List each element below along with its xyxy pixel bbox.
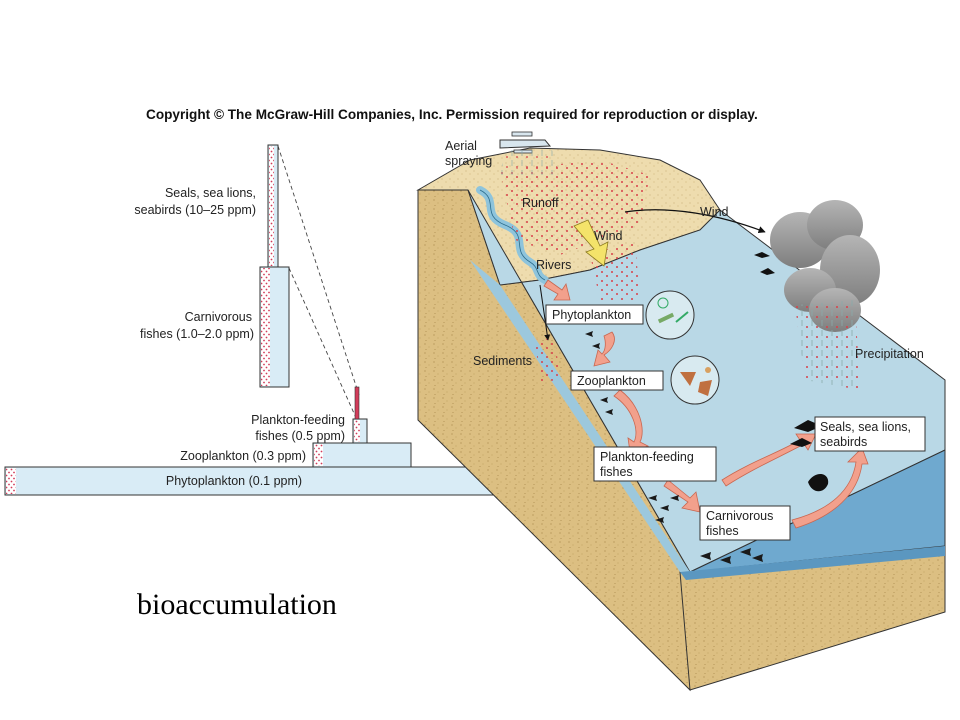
pesticide-spray-land	[500, 160, 650, 255]
box-carnivorous-text-1: Carnivorous	[706, 509, 773, 523]
plankton-feeding-column	[354, 386, 360, 420]
wind-arrow-icon	[573, 219, 609, 267]
phytoplankton-dots	[6, 468, 16, 494]
seabird-icon	[790, 438, 812, 447]
zooplankton-illustration	[670, 355, 720, 405]
box-phytoplankton: Phytoplankton	[545, 304, 644, 325]
zooplankton-label: Zooplankton (0.3 ppm)	[180, 449, 306, 463]
bird-icon	[754, 252, 770, 258]
carnivorous-label-1: Carnivorous	[185, 310, 252, 324]
bird-icon	[760, 268, 775, 275]
aerial-label-1: Aerial	[445, 139, 477, 153]
precipitation-label: Precipitation	[855, 347, 924, 361]
box-zooplankton: Zooplankton	[570, 370, 664, 391]
copyright-notice: Copyright © The McGraw-Hill Companies, I…	[146, 107, 758, 122]
carnivorous-dots	[261, 268, 270, 386]
wind-right-label: Wind	[700, 205, 729, 219]
box-seals: Seals, sea lions, seabirds	[814, 416, 926, 452]
wind-land-label: Wind	[594, 229, 623, 243]
fish-school	[585, 331, 763, 564]
precipitation-rain	[795, 300, 860, 390]
pesticide-sediment	[535, 338, 560, 382]
plankton-feeding-label-1: Plankton-feeding	[251, 413, 345, 427]
phytoplankton-illustration	[645, 290, 695, 340]
zooplankton-dots	[314, 444, 323, 466]
water-front-lower	[680, 546, 945, 580]
seals-dots	[269, 146, 274, 266]
plankton-feeding-dots	[354, 420, 360, 442]
box-phytoplankton-text: Phytoplankton	[552, 308, 631, 322]
food-arrow-planktonfeeding-to-seals	[721, 433, 817, 487]
dashed-connector	[288, 267, 358, 421]
box-plankton-feeding-text-1: Plankton-feeding	[600, 450, 694, 464]
dashed-connector	[277, 145, 360, 396]
box-plankton-feeding-text-2: fishes	[600, 465, 633, 479]
box-seals-text-2: seabirds	[820, 435, 867, 449]
concentration-stack: Seals, sea lions, seabirds (10–25 ppm) C…	[4, 144, 524, 496]
wind-arrow-land	[624, 209, 766, 234]
food-arrow-planktonfeeding-to-carnivorous	[663, 479, 701, 513]
box-zooplankton-text: Zooplankton	[577, 374, 646, 388]
seals-label-1: Seals, sea lions,	[165, 186, 256, 200]
zooplankton-bar	[312, 442, 412, 468]
box-carnivorous-text-2: fishes	[706, 524, 739, 538]
figure-caption: bioaccumulation	[137, 588, 337, 621]
runoff-label: Runoff	[522, 196, 559, 210]
food-arrow-carnivorous-to-seals	[791, 447, 869, 529]
spray-plume	[500, 150, 560, 175]
box-carnivorous: Carnivorous fishes	[699, 505, 791, 541]
seals-label-2: seabirds (10–25 ppm)	[134, 203, 256, 217]
sediment-arrow	[539, 284, 551, 341]
rivers-label: Rivers	[536, 258, 571, 272]
plankton-feeding-label-2: fishes (0.5 ppm)	[255, 429, 345, 443]
food-arrow-rivers	[543, 279, 571, 301]
box-seals-text-1: Seals, sea lions,	[820, 420, 911, 434]
sediments-label: Sediments	[473, 354, 532, 368]
aerial-label-2: spraying	[445, 154, 492, 168]
water-slope	[470, 260, 690, 572]
box-plankton-feeding: Plankton-feeding fishes	[593, 446, 717, 482]
ecosystem-block: Phytoplankton Zooplankton Plankton-feedi…	[416, 131, 946, 692]
carnivorous-label-2: fishes (1.0–2.0 ppm)	[140, 327, 254, 341]
seal-icon	[808, 473, 829, 492]
phytoplankton-label: Phytoplankton (0.1 ppm)	[166, 474, 302, 488]
food-arrow-phyto-to-zoo	[593, 331, 615, 367]
